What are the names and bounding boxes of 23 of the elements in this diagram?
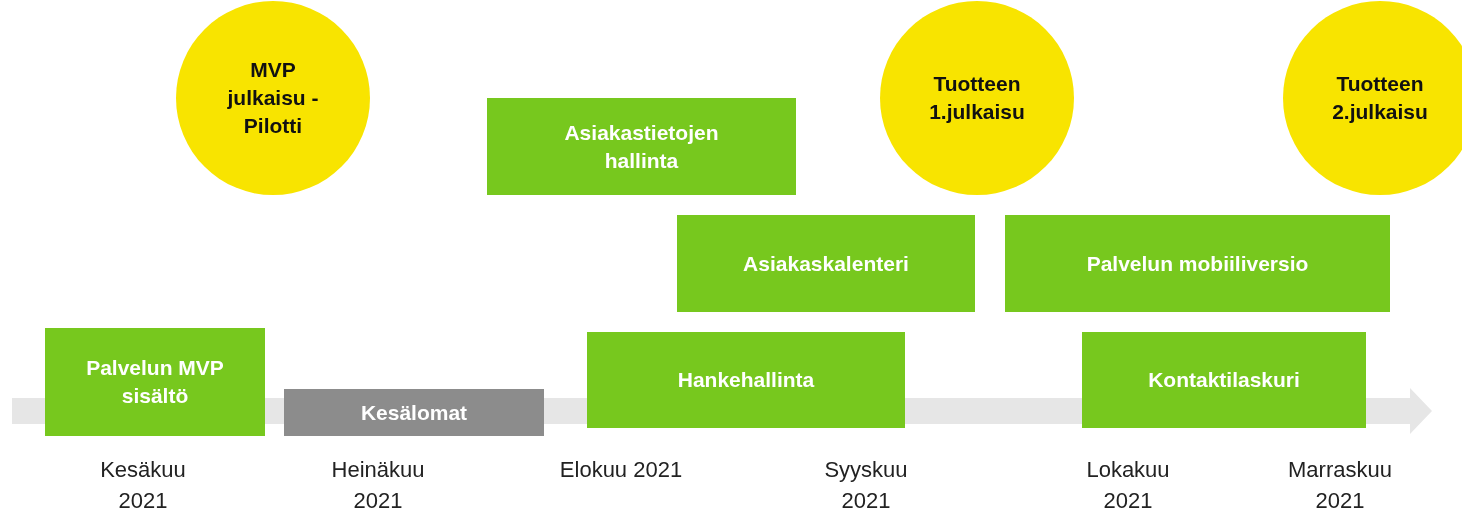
task-box (677, 215, 975, 312)
task-label: Kesälomat (360, 399, 468, 426)
task-label: Palvelun mobiiliversio (1086, 250, 1309, 277)
task-box (45, 328, 265, 436)
task-label: Asiakastietojen hallinta (563, 119, 720, 174)
month-label: Syyskuu 2021 (823, 456, 909, 515)
month-label: Lokakuu 2021 (1085, 456, 1171, 515)
month-label: Elokuu 2021 (558, 456, 684, 484)
month-label: Marraskuu 2021 (1287, 456, 1393, 515)
task-label: Tuotteen 1.julkaisu (928, 71, 1026, 125)
task-box (487, 98, 796, 195)
month-label: Heinäkuu 2021 (330, 456, 426, 515)
month-label: Kesäkuu 2021 (99, 456, 187, 515)
task-label: Hankehallinta (677, 367, 815, 393)
task-label: Kontaktilaskuri (1148, 367, 1300, 393)
task-box (1082, 332, 1366, 428)
task-label: Tuotteen 2.julkaisu (1331, 71, 1429, 125)
task-label: Palvelun MVP sisältö (85, 355, 225, 409)
task-label: MVP julkaisu - Pilotti (226, 57, 320, 139)
task-label: Asiakaskalenteri (743, 250, 909, 277)
task-box (1005, 215, 1390, 312)
vacation-box (284, 389, 544, 436)
task-box (587, 332, 905, 428)
